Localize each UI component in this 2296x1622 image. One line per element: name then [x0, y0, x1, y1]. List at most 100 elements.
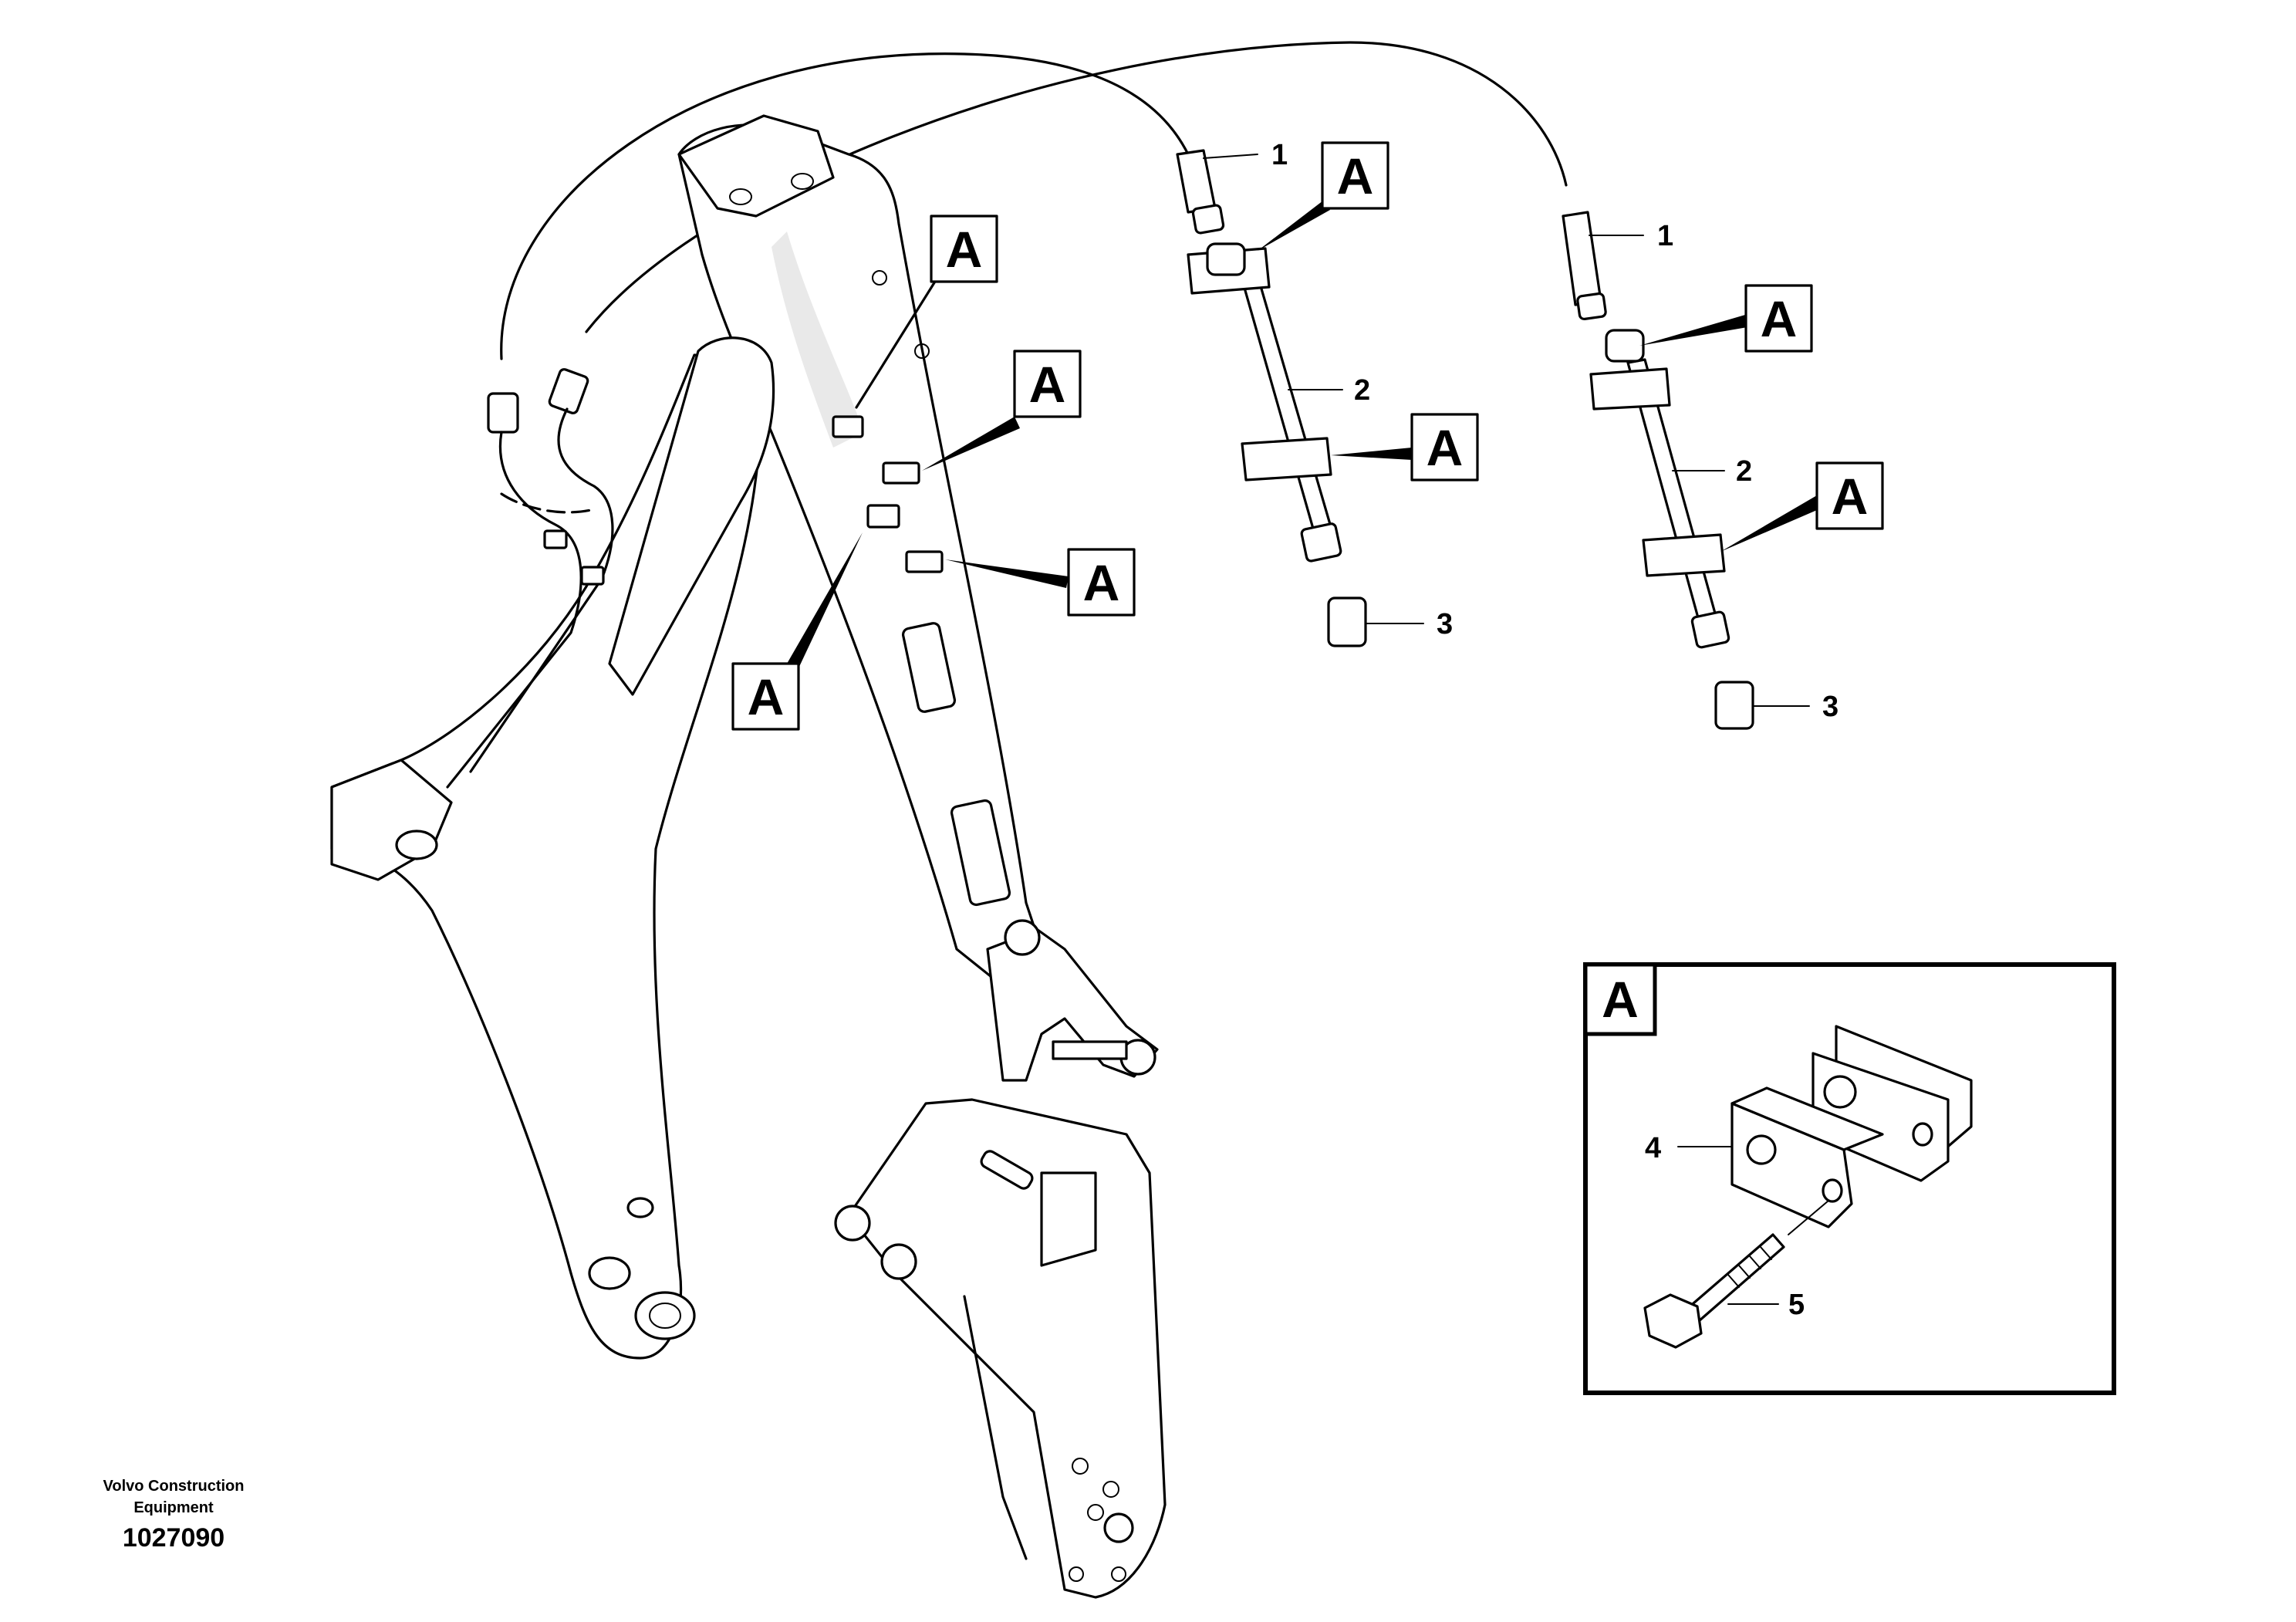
pipe-2-sleeve-left	[1300, 522, 1342, 563]
svg-text:A: A	[1832, 468, 1869, 525]
callout-a-boom-3: A	[945, 548, 1136, 617]
callout-a-boom-1: A	[855, 215, 998, 409]
bucket-hole-4	[1069, 1566, 1084, 1582]
callout-leader-1-left	[1203, 154, 1258, 159]
boom-bolt-1	[872, 270, 887, 286]
svg-text:A: A	[1427, 419, 1464, 476]
hose-ferrule-2	[580, 566, 605, 586]
bucket-guard-line	[963, 1295, 1028, 1560]
arm-link-shaft	[1052, 1040, 1128, 1060]
svg-text:A: A	[748, 668, 785, 725]
hose-1-end-left	[1176, 149, 1217, 214]
boom-mid-eye	[588, 1256, 631, 1290]
callout-a-pipe-right-mid: A	[1720, 461, 1884, 552]
boom-body	[677, 123, 1043, 982]
boom-lower-eye-inner	[649, 1303, 681, 1329]
boom-hose-run-left	[446, 431, 582, 789]
boom-lower-eye	[634, 1291, 696, 1340]
boom-top-hole-1	[729, 188, 752, 205]
svg-text:1: 1	[1657, 220, 1673, 252]
detail-screw-threads	[1727, 1246, 1772, 1288]
svg-text:5: 5	[1788, 1289, 1805, 1321]
boom-hose-run-right	[469, 407, 614, 773]
boom-shading	[772, 231, 864, 448]
boom-upper-frame	[608, 336, 775, 696]
arm-link-pin-upper	[1004, 919, 1041, 956]
boom-top-bracket	[677, 114, 835, 218]
drawing-number: 1027090	[122, 1523, 225, 1553]
hose-1-ferrule-left	[1191, 204, 1225, 235]
clamp-mid-left	[1241, 437, 1332, 482]
detail-box-a: A 4 5	[1583, 962, 2116, 1395]
hose-curve-rear	[500, 52, 1190, 360]
svg-text:4: 4	[1645, 1132, 1661, 1164]
detail-lower-bore	[1746, 1134, 1777, 1165]
boom-top-hole-2	[791, 173, 814, 190]
svg-text:2: 2	[1736, 455, 1752, 488]
clamp-top-right	[1589, 367, 1671, 411]
pipe-assembly-right: 1 2 3 A A	[1562, 211, 1884, 730]
boom-hose-hidden	[500, 492, 596, 514]
boom	[330, 114, 1043, 1360]
arm-linkage	[834, 919, 1167, 1599]
detail-screw-head	[1643, 1293, 1703, 1349]
svg-text:3: 3	[1437, 608, 1453, 640]
footer-company: Volvo Construction Equipment	[62, 1475, 285, 1519]
boom-mid-pin	[626, 1197, 654, 1218]
hose-end-left	[487, 392, 519, 434]
nipple-3-right	[1714, 681, 1754, 730]
boom-clamp-lower-left	[866, 504, 900, 529]
pipe-assembly-left: 1 2 3 A A	[1176, 139, 1479, 647]
bucket-hole-1	[1072, 1458, 1089, 1475]
bucket-hole-5	[1111, 1566, 1126, 1582]
bucket-hole-3	[1087, 1504, 1104, 1521]
boom-clamp-upper-right	[882, 461, 920, 485]
nipple-3-left	[1327, 596, 1367, 647]
clamp-top-cap-right	[1605, 329, 1645, 363]
svg-text:A: A	[1029, 356, 1066, 413]
boom-pad-1	[901, 622, 957, 713]
long-hoses	[500, 41, 1568, 360]
svg-text:A: A	[1761, 290, 1798, 347]
svg-text:3: 3	[1822, 691, 1838, 723]
clamp-mid-right	[1642, 533, 1726, 577]
callout-a-boom-2: A	[922, 350, 1082, 471]
hose-1-ferrule-right	[1576, 292, 1607, 321]
callout-a-pipe-left-top: A	[1258, 141, 1389, 251]
bucket-hole-2	[1102, 1481, 1119, 1498]
detail-upper-bore	[1823, 1075, 1857, 1109]
bucket-link-window	[1040, 1171, 1097, 1267]
svg-text:2: 2	[1354, 374, 1370, 407]
detail-screw-axis	[1788, 1200, 1829, 1235]
callout-a-pipe-left-mid: A	[1331, 413, 1479, 482]
footer-company-line1: Volvo Construction	[103, 1478, 245, 1495]
pipe-2-sleeve-right	[1690, 610, 1730, 649]
bucket-link-eye-1	[834, 1205, 871, 1242]
pipe-2-left	[1237, 261, 1336, 546]
svg-text:A: A	[1337, 147, 1374, 204]
callout-a-boom-4: A	[731, 532, 863, 731]
bucket-link-eye-2	[880, 1243, 917, 1280]
svg-text:A: A	[1083, 554, 1120, 611]
detail-lower-clamp-top	[1730, 1086, 1884, 1151]
footer-company-line2: Equipment	[133, 1499, 214, 1516]
detail-label: A	[1602, 971, 1639, 1028]
boom-clamp-lower-right	[905, 550, 944, 573]
boom-foot-pin	[395, 830, 438, 860]
hose-end-right	[548, 368, 589, 414]
boom-bolt-2	[914, 343, 930, 359]
clamp-top-cap-left	[1206, 242, 1246, 276]
hose-ferrule-1	[543, 529, 568, 549]
svg-text:A: A	[946, 221, 983, 278]
boom-callouts: A A A A	[731, 215, 1136, 731]
detail-lower-hole	[1822, 1178, 1843, 1203]
callout-a-pipe-right-top: A	[1639, 284, 1813, 353]
boom-hose-fittings	[446, 368, 944, 789]
bucket-pivot	[1103, 1512, 1134, 1543]
detail-upper-hole	[1912, 1122, 1933, 1147]
boom-clamp-upper-left	[832, 415, 864, 438]
svg-text:1: 1	[1271, 139, 1288, 171]
bucket-pin	[980, 1150, 1034, 1190]
detail-label-box	[1583, 962, 1657, 1036]
